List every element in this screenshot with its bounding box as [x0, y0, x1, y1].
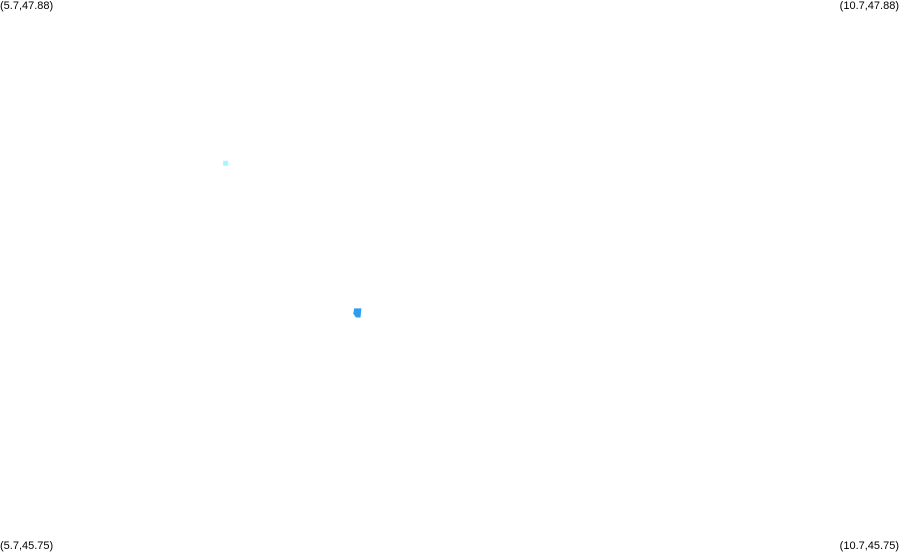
map-point-marker: [223, 160, 229, 166]
corner-label-top-right: (10.7,47.88): [839, 0, 899, 12]
corner-label-bottom-left: (5.7,45.75): [0, 540, 54, 552]
corner-label-top-left: (5.7,47.88): [0, 0, 54, 12]
corner-label-bottom-right: (10.7,45.75): [839, 540, 899, 552]
map-area-shape: [353, 308, 362, 318]
